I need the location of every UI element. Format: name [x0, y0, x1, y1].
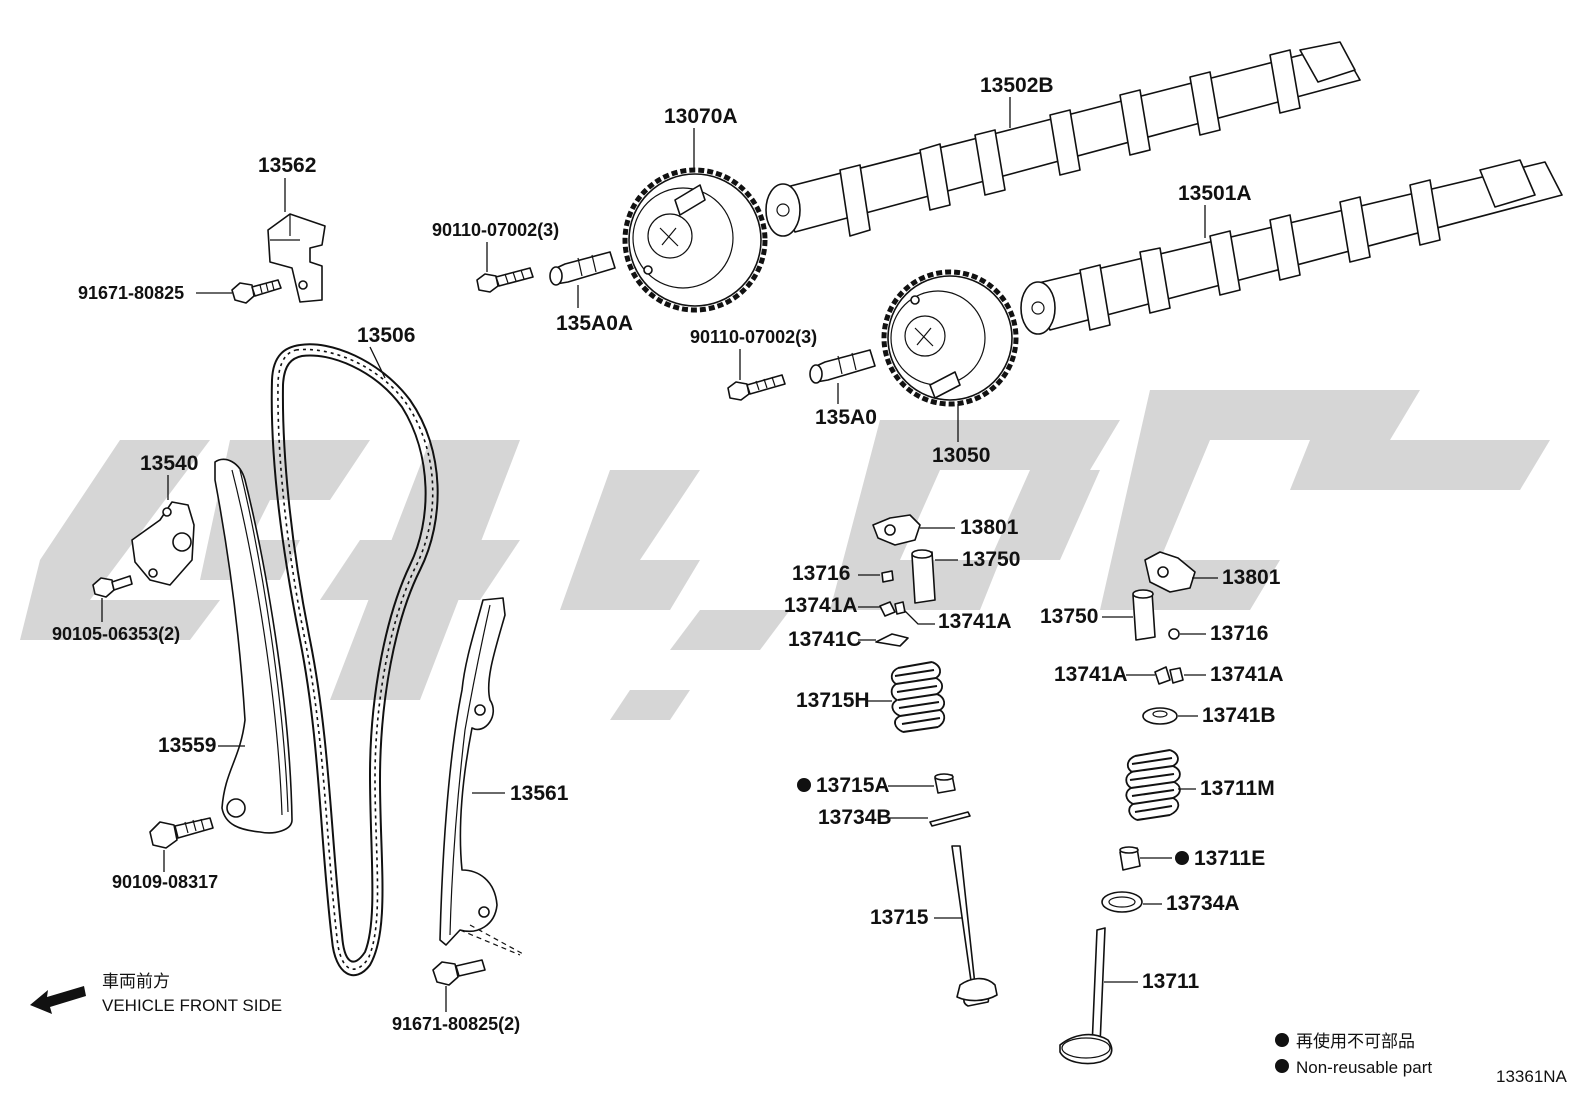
label-91671-80825: 91671-80825	[78, 283, 184, 303]
part-13506-timing-chain: 13506	[270, 324, 439, 977]
part-91671-80825-2-bolt: 91671-80825(2)	[392, 959, 520, 1034]
label-90105-06353: 90105-06353(2)	[52, 624, 180, 644]
vehicle-front-jp: 車両前方	[102, 972, 170, 991]
legend-dot-icon	[1275, 1033, 1289, 1047]
diagram-code: 13361NA	[1496, 1067, 1568, 1086]
part-90105-06353-bolt: 90105-06353(2)	[52, 575, 180, 644]
label-13741A-right-a: 13741A	[1054, 663, 1128, 686]
label-13741B: 13741B	[1202, 704, 1276, 727]
part-13741B-retainer: 13741B	[1142, 704, 1276, 727]
label-13501A: 13501A	[1178, 182, 1252, 205]
part-13070A-cam-timing-gear: 13070A	[622, 105, 768, 313]
label-13716-left: 13716	[792, 562, 850, 585]
part-135A0A-valve: 135A0A	[549, 251, 633, 335]
part-135A0-valve: 135A0	[809, 349, 877, 429]
label-135A0: 135A0	[815, 406, 877, 429]
non-reusable-dot-icon	[797, 778, 811, 792]
label-13506: 13506	[357, 324, 415, 347]
part-13716-left: 13716	[792, 562, 894, 585]
part-13711-intake-valve: 13711	[1059, 927, 1200, 1065]
part-91671-80825-bolt: 91671-80825	[78, 279, 282, 304]
part-13559-chain-slipper: 13559	[158, 458, 293, 834]
label-13559: 13559	[158, 734, 216, 757]
part-13741A-keepers-right: 13741A 13741A	[1054, 663, 1284, 686]
label-13715A: 13715A	[816, 774, 890, 797]
label-135A0A: 135A0A	[556, 312, 633, 335]
part-13715H-valve-spring: 13715H	[796, 661, 946, 733]
part-13801-rocker-arm-left: 13801	[872, 514, 1019, 546]
part-13734A-washer: 13734A	[1101, 891, 1240, 915]
part-13050-cam-timing-gear: 13050	[881, 269, 1019, 467]
label-13502B: 13502B	[980, 74, 1054, 97]
label-90109-08317: 90109-08317	[112, 872, 218, 892]
label-13801-right: 13801	[1222, 566, 1281, 589]
legend-jp: 再使用不可部品	[1296, 1031, 1415, 1051]
label-13741A-left-b: 13741A	[938, 610, 1012, 633]
part-13715A-stem-seal: 13715A	[797, 773, 956, 797]
part-13711M-valve-spring: 13711M	[1125, 749, 1275, 821]
label-13716-right: 13716	[1210, 622, 1268, 645]
part-13562-bracket: 13562	[258, 154, 326, 303]
part-13801-rocker-arm-right: 13801	[1144, 551, 1281, 593]
part-13711E-stem-seal: 13711E	[1119, 846, 1265, 871]
vehicle-front-arrow-icon	[30, 986, 86, 1014]
label-90110-07002-upper: 90110-07002(3)	[432, 220, 559, 240]
part-13741C-seat: 13741C	[788, 628, 909, 651]
part-13501A-camshaft: 13501A	[1020, 159, 1563, 335]
label-13050: 13050	[932, 444, 990, 467]
label-13562: 13562	[258, 154, 316, 177]
legend-dot-icon	[1275, 1059, 1289, 1073]
label-13711: 13711	[1142, 970, 1200, 993]
label-91671-80825-2: 91671-80825(2)	[392, 1014, 520, 1034]
part-13540-chain-tensioner: 13540	[131, 452, 198, 586]
label-13750-left: 13750	[962, 548, 1020, 571]
part-90109-08317-bolt: 90109-08317	[112, 817, 218, 892]
label-13801-left: 13801	[960, 516, 1019, 539]
label-13750-right: 13750	[1040, 605, 1098, 628]
vehicle-front-en: VEHICLE FRONT SIDE	[102, 996, 282, 1015]
label-90110-07002-lower: 90110-07002(3)	[690, 327, 817, 347]
part-13715-exhaust-valve: 13715	[870, 845, 998, 1007]
part-13741A-keepers-left: 13741A 13741A	[784, 594, 1012, 633]
legend: 再使用不可部品 Non-reusable part	[1275, 1031, 1432, 1077]
watermark-logo	[20, 390, 1550, 720]
label-13711E: 13711E	[1194, 847, 1265, 870]
part-13750-lash-adjuster-left: 13750	[911, 548, 1020, 604]
part-90110-07002-bolt-upper: 90110-07002(3)	[432, 220, 559, 293]
label-13540: 13540	[140, 452, 198, 475]
label-13070A: 13070A	[664, 105, 738, 128]
label-13715: 13715	[870, 906, 929, 929]
label-13715H: 13715H	[796, 689, 870, 712]
non-reusable-dot-icon	[1175, 851, 1189, 865]
label-13561: 13561	[510, 782, 569, 805]
label-13741C: 13741C	[788, 628, 862, 651]
label-13741A-left-a: 13741A	[784, 594, 858, 617]
legend-en: Non-reusable part	[1296, 1058, 1432, 1077]
label-13711M: 13711M	[1200, 777, 1275, 800]
part-13561-chain-guide: 13561	[439, 597, 569, 956]
part-90110-07002-bolt-lower: 90110-07002(3)	[690, 327, 817, 401]
part-13716-right: 13716	[1168, 622, 1268, 645]
label-13734A: 13734A	[1166, 892, 1240, 915]
part-13734B-washer: 13734B	[818, 806, 971, 829]
part-13502B-camshaft: 13502B	[765, 41, 1361, 237]
part-13750-lash-adjuster-right: 13750	[1040, 589, 1156, 641]
label-13741A-right-b: 13741A	[1210, 663, 1284, 686]
label-13734B: 13734B	[818, 806, 892, 829]
